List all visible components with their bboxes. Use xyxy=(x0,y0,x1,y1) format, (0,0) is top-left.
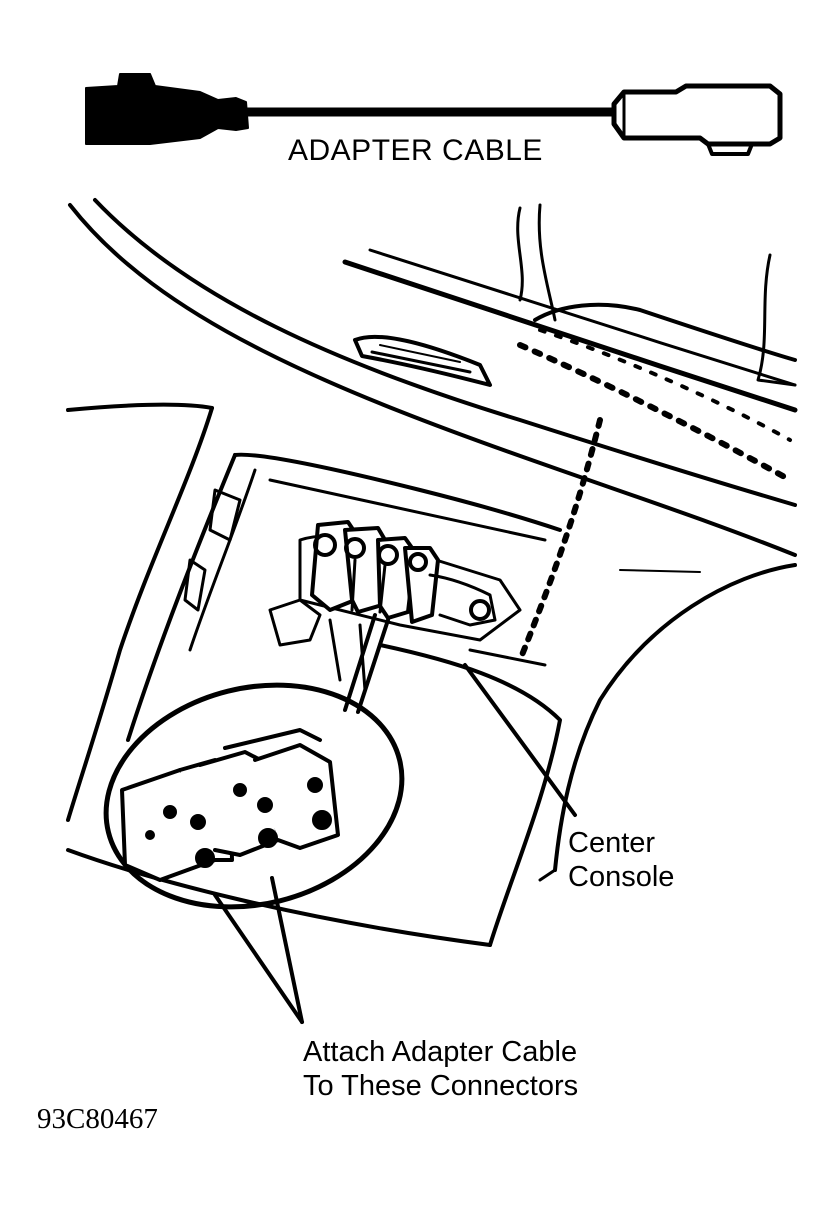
leader-lines xyxy=(215,665,575,1022)
interior-scene xyxy=(68,200,795,945)
adapter-cable-illustration xyxy=(86,74,780,154)
magnify-ellipse xyxy=(82,655,425,937)
figure-id-label: 93C80467 xyxy=(37,1103,158,1135)
leader-attach-1 xyxy=(215,895,302,1022)
installed-connectors xyxy=(270,522,495,712)
adapter-cable-label: ADAPTER CABLE xyxy=(288,134,543,167)
cable-right-connector xyxy=(614,86,780,144)
stitched-trim xyxy=(520,345,790,480)
center-console-label: Center Console xyxy=(568,827,675,893)
leader-center-console xyxy=(465,665,575,815)
cable-left-connector xyxy=(86,74,248,144)
attach-connectors-label: Attach Adapter Cable To These Connectors xyxy=(303,1036,579,1102)
magnified-connectors-callout xyxy=(82,655,425,937)
dash-arc-outer xyxy=(70,205,795,555)
dash-arc-inner xyxy=(95,200,795,505)
leader-attach-2 xyxy=(272,878,302,1022)
